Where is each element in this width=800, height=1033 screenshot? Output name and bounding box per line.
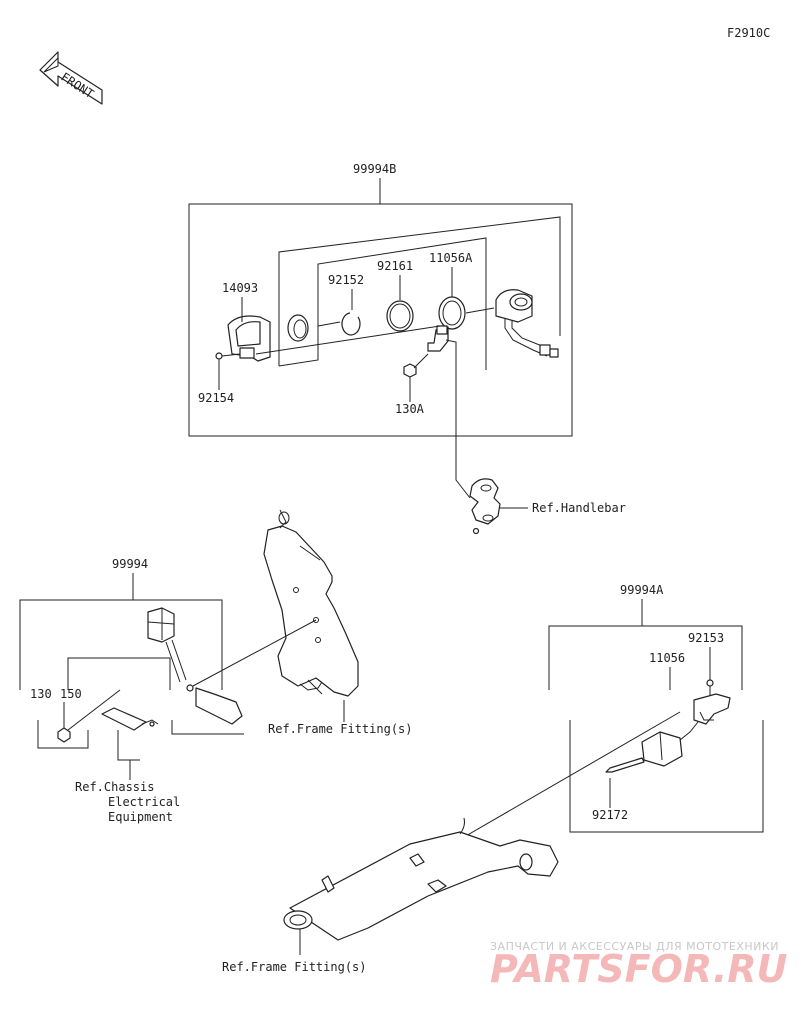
kit-b-code: 99994B — [353, 162, 396, 176]
kit-main-group: 99994 130 150 — [19, 557, 244, 761]
switch-housing-part — [227, 315, 271, 362]
bracket-11056-part — [693, 693, 731, 725]
frame-tube-part — [283, 817, 559, 941]
figure-code: F2910C — [727, 26, 770, 40]
watermark-brand: PARTSFOR.RU — [490, 947, 788, 991]
plate-part — [101, 707, 159, 731]
ref-chassis-line3: Equipment — [108, 810, 173, 824]
mount-bracket-part — [186, 684, 243, 725]
label-150: 150 — [60, 687, 82, 701]
front-arrow-icon: FRONT — [39, 51, 103, 105]
label-92154: 92154 — [198, 391, 234, 405]
connector-part — [147, 607, 187, 683]
label-14093: 14093 — [222, 281, 258, 295]
label-130A: 130A — [395, 402, 425, 416]
label-92152: 92152 — [328, 273, 364, 287]
clip-92152-part — [341, 312, 361, 336]
ring-11056A-part — [438, 296, 466, 330]
kit-b-group: 99994B 14093 92154 92152 — [188, 162, 573, 437]
bracket-part — [427, 325, 449, 352]
ref-frame-fitting-lower: Ref.Frame Fitting(s) — [222, 960, 367, 974]
ref-frame-fitting-upper: Ref.Frame Fitting(s) — [268, 722, 413, 736]
label-11056: 11056 — [649, 651, 685, 665]
kit-a-code: 99994A — [620, 583, 664, 597]
bolt-92172-part — [605, 757, 645, 773]
oring-92161-part — [386, 300, 414, 332]
ref-handlebar: Ref.Handlebar — [532, 501, 626, 515]
kit-b-box — [188, 203, 573, 437]
label-130: 130 — [30, 687, 52, 701]
label-11056A: 11056A — [429, 251, 473, 265]
label-92153: 92153 — [688, 631, 724, 645]
label-92172: 92172 — [592, 808, 628, 822]
bolt-130A-part — [403, 353, 429, 378]
ref-chassis-line1: Ref.Chassis — [75, 780, 154, 794]
cap-92152-part — [287, 314, 309, 342]
kit-a-group: 99994A 92153 11056 92172 — [548, 583, 764, 833]
screw-92154-part — [215, 352, 241, 360]
frame-bracket-part — [263, 509, 359, 697]
relay-part — [641, 721, 699, 767]
usb-socket-part — [495, 289, 559, 358]
ref-chassis-line2: Electrical — [108, 795, 180, 809]
bolt-130-part — [57, 689, 121, 743]
kit-main-code: 99994 — [112, 557, 148, 571]
watermark-tagline: ЗАПЧАСТИ И АКСЕССУАРЫ ДЛЯ МОТОТЕХНИКИ — [490, 940, 779, 953]
label-92161: 92161 — [377, 259, 413, 273]
screw-92153-part — [706, 679, 714, 696]
handlebar-clamp-part — [469, 478, 501, 535]
